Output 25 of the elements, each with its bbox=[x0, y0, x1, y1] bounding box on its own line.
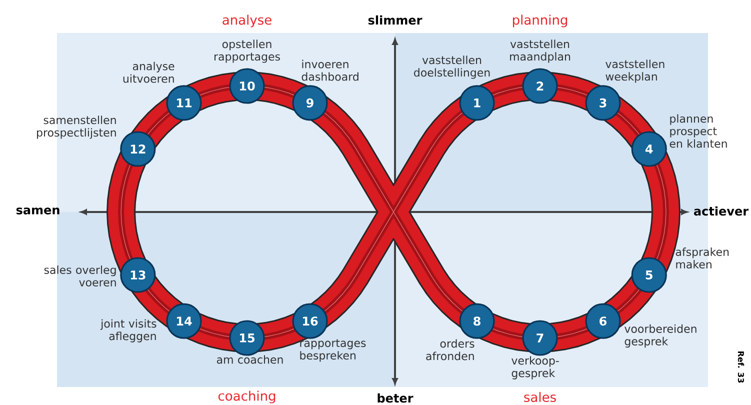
phase-label: coaching bbox=[218, 390, 276, 404]
axis-label: actiever bbox=[694, 206, 749, 216]
step-label: vaststellen doelstellingen bbox=[414, 56, 490, 79]
step-label: rapportages bespreken bbox=[300, 339, 366, 362]
step-label: vaststellen weekplan bbox=[606, 60, 664, 83]
axis-label: samen bbox=[16, 208, 60, 214]
step-label: plannen prospect en klanten bbox=[670, 114, 727, 148]
axis-label: slimmer bbox=[368, 15, 422, 25]
step-label: orders afronden bbox=[426, 339, 474, 360]
phase-label: sales bbox=[524, 392, 556, 402]
step-label: verkoop-gesprek bbox=[512, 356, 559, 380]
step-label: am coachen bbox=[216, 355, 283, 364]
step-label: vaststellen maandplan bbox=[510, 40, 570, 63]
step-label: samenstellen prospectlijsten bbox=[37, 116, 116, 139]
step-label: invoeren dashboard bbox=[302, 60, 358, 81]
axis-label: beter bbox=[378, 393, 414, 403]
reference-label: Ref. 33 bbox=[738, 351, 744, 383]
step-label: joint visits afleggen bbox=[100, 319, 156, 342]
phase-label: planning bbox=[512, 14, 568, 28]
step-label: opstellen rapportages bbox=[214, 40, 280, 63]
step-label: afspraken maken bbox=[676, 248, 729, 268]
step-label: analyse uitvoeren bbox=[123, 62, 174, 83]
step-label: voorbereiden gesprek bbox=[624, 324, 696, 348]
phase-label: analyse bbox=[222, 14, 272, 28]
step-label: sales overleg voeren bbox=[44, 266, 116, 286]
